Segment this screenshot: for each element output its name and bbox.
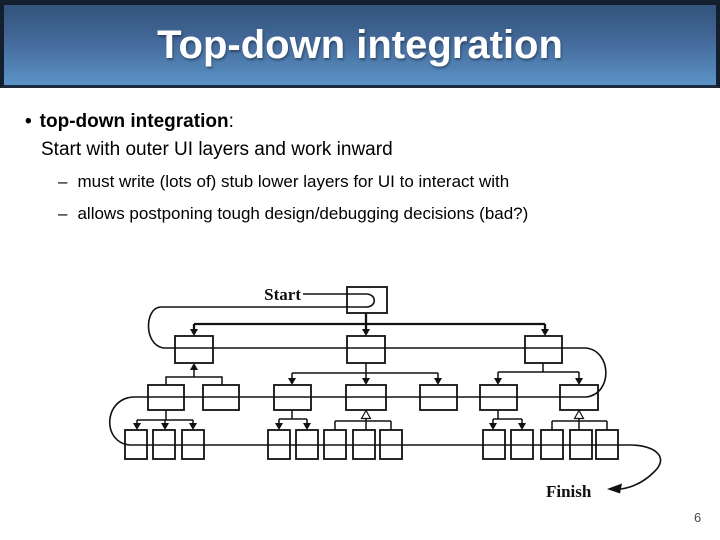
arrow-down-icon (189, 423, 197, 430)
dash-icon: – (58, 172, 68, 191)
module-box-root (346, 286, 388, 314)
finish-arrowhead-icon (607, 483, 622, 494)
serpentine-line (108, 293, 662, 490)
bullet-icon: • (25, 111, 32, 132)
sub-bullet-text: allows postponing tough design/debugging… (77, 204, 529, 223)
arrow-down-icon (518, 423, 526, 430)
arrow-down-icon (434, 378, 442, 385)
bullet-term: top-down integration (39, 111, 229, 132)
sub-bullet-text: must write (lots of) stub lower layers f… (77, 172, 510, 191)
arrowheads (133, 329, 585, 430)
sub-bullet: –must write (lots of) stub lower layers … (58, 172, 509, 192)
arrow-down-icon (190, 329, 198, 336)
arrow-down-icon (161, 423, 169, 430)
arrow-up-icon (190, 363, 198, 370)
start-label: Start (264, 285, 301, 304)
bullet-term-suffix: : (228, 111, 234, 132)
arrow-down-icon (362, 329, 370, 336)
arrow-down-icon (489, 423, 497, 430)
arrow-down-icon (494, 378, 502, 385)
module-box (174, 335, 214, 364)
arrow-down-icon (303, 423, 311, 430)
arrow-down-icon (133, 423, 141, 430)
bullet-line: • top-down integration: (25, 111, 234, 133)
arrow-down-icon (275, 423, 283, 430)
arrow-down-icon (575, 378, 583, 385)
dash-icon: – (58, 204, 68, 223)
tree-connectors (136, 313, 608, 430)
open-triangle-up-icon (360, 409, 372, 420)
arrow-down-icon (362, 378, 370, 385)
page-number: 6 (694, 510, 702, 525)
slide-header: Top-down integration (0, 0, 720, 88)
page-title: Top-down integration (157, 22, 563, 67)
integration-order-path (108, 293, 662, 494)
module-box (524, 335, 563, 364)
arrow-down-icon (541, 329, 549, 336)
module-box (346, 335, 386, 364)
sub-bullet: –allows postponing tough design/debuggin… (58, 204, 528, 224)
bullet-subtitle: Start with outer UI layers and work inwa… (41, 139, 393, 160)
open-triangle-up-icon (573, 409, 585, 420)
arrow-down-icon (288, 378, 296, 385)
finish-label: Finish (546, 482, 592, 501)
